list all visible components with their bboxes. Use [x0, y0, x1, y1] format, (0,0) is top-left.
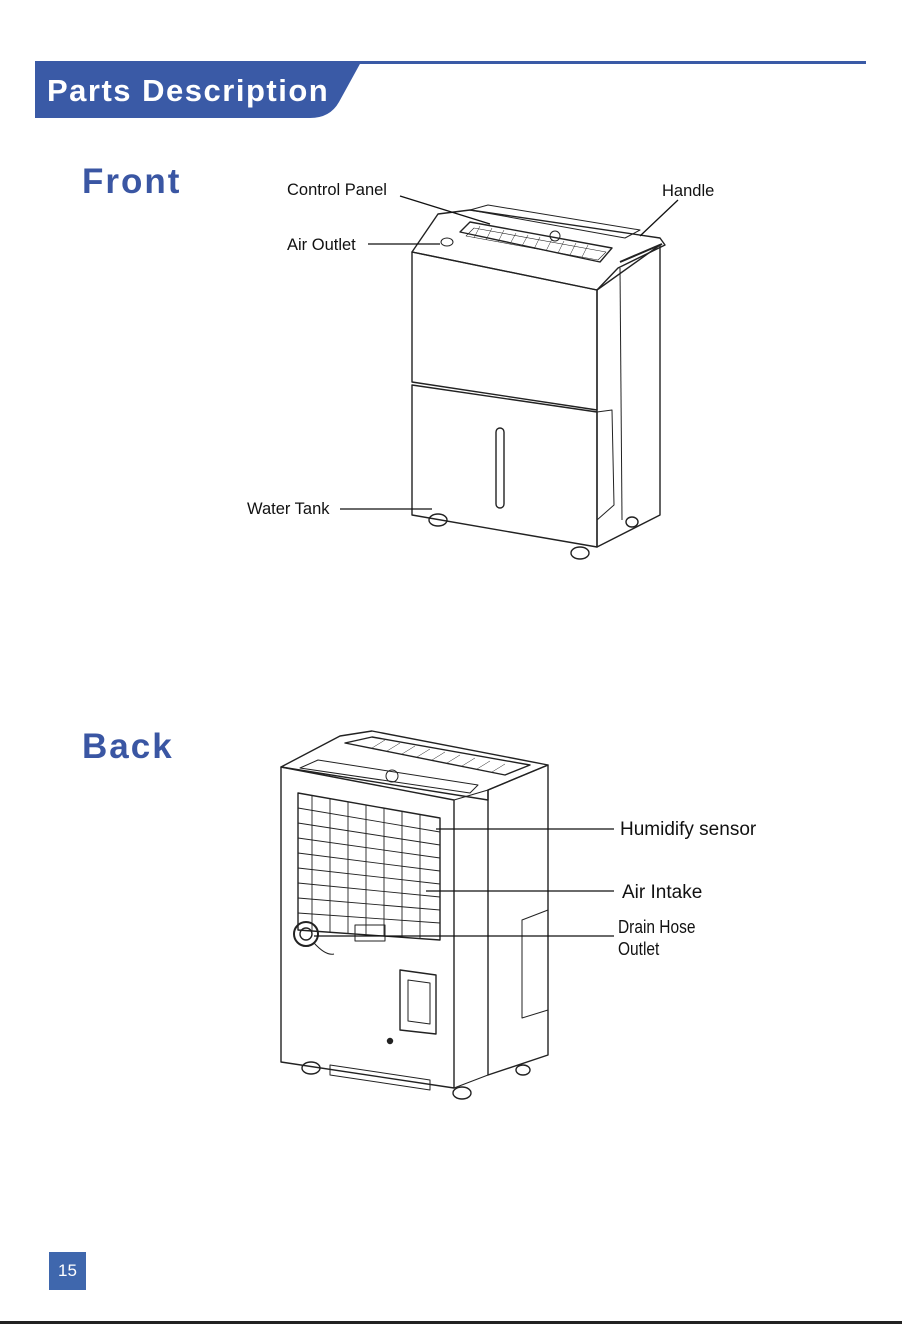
back-top-deck	[281, 731, 548, 800]
back-drain-hose-outlet	[294, 922, 318, 946]
label-drain-hose-line2: Outlet	[618, 940, 659, 958]
label-drain-hose-line1: Drain Hose	[618, 918, 695, 936]
back-side-panel	[488, 765, 548, 1075]
back-wheel	[516, 1065, 530, 1075]
page-number: 15	[49, 1252, 86, 1290]
label-humidify-sensor: Humidify sensor	[620, 820, 756, 839]
back-power-panel	[400, 970, 436, 1034]
label-air-intake: Air Intake	[622, 883, 702, 902]
back-wheel	[453, 1087, 471, 1099]
